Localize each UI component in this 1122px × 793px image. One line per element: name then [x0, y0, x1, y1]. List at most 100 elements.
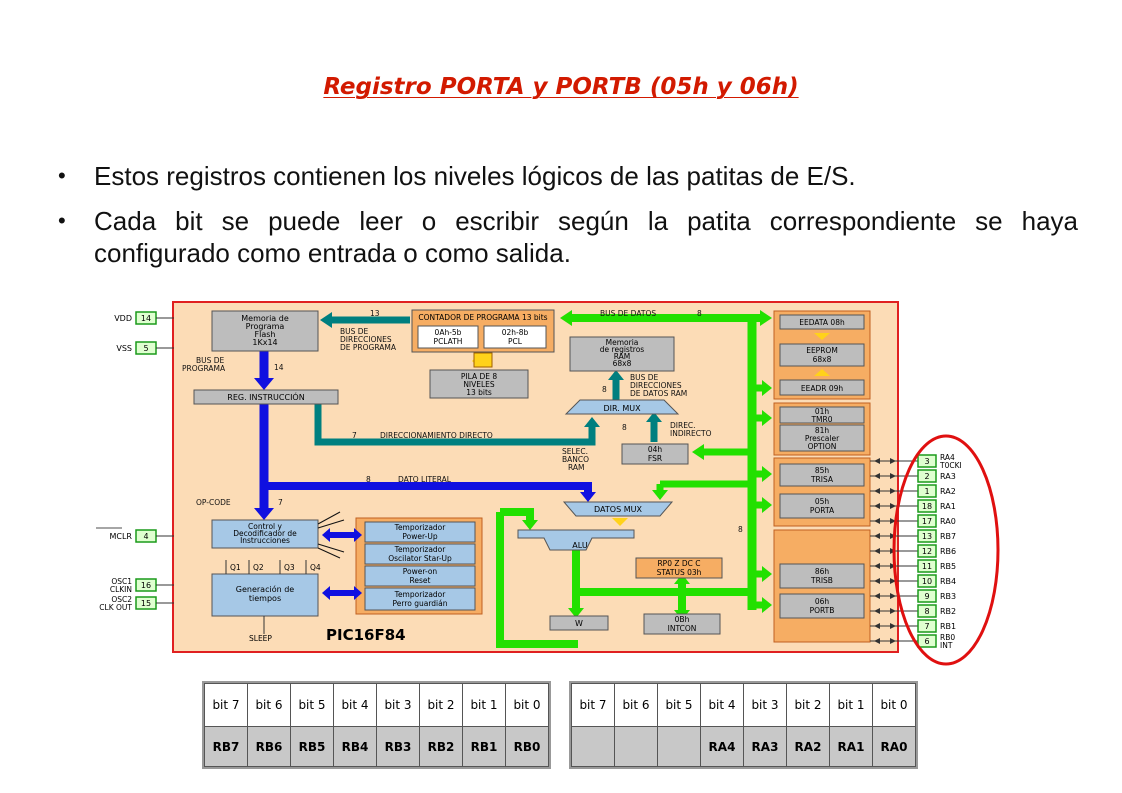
svg-text:8: 8	[602, 385, 607, 394]
svg-text:BUS DE: BUS DE	[340, 327, 369, 336]
svg-text:BUS DE DATOS: BUS DE DATOS	[600, 309, 656, 318]
bit-value: RA1	[829, 726, 873, 767]
svg-text:DIRECCIONAMIENTO DIRECTO: DIRECCIONAMIENTO DIRECTO	[380, 431, 493, 440]
bit-header: bit 3	[376, 683, 420, 727]
svg-text:0Ah-5b: 0Ah-5b	[435, 328, 462, 337]
svg-text:PILA DE 8: PILA DE 8	[461, 372, 497, 381]
pin-box	[917, 454, 937, 468]
svg-text:8: 8	[622, 423, 627, 432]
flash-memory-block	[211, 310, 319, 352]
svg-text:SELEC.: SELEC.	[562, 447, 588, 456]
pin-box	[917, 619, 937, 633]
trisa-block	[779, 463, 865, 487]
pin-box	[917, 484, 937, 498]
pin-label: RB4	[940, 577, 956, 586]
svg-text:05h: 05h	[815, 497, 830, 506]
svg-text:Memoria: Memoria	[606, 338, 639, 347]
bit-header: bit 6	[247, 683, 291, 727]
pin-box	[917, 514, 937, 528]
svg-text:TRISB: TRISB	[810, 576, 833, 585]
table-value-row: RB7 RB6 RB5 RB4 RB3 RB2 RB1 RB0	[204, 726, 549, 767]
bit-value: RB7	[204, 726, 248, 767]
chip-name: PIC16F84	[326, 626, 406, 644]
svg-text:Temporizador: Temporizador	[394, 545, 447, 554]
bit-header: bit 0	[505, 683, 549, 727]
svg-text:0Bh: 0Bh	[675, 615, 690, 624]
bit-value: RA3	[743, 726, 787, 767]
svg-text:Instrucciones: Instrucciones	[240, 536, 290, 545]
svg-text:INDIRECTO: INDIRECTO	[670, 429, 712, 438]
pin-number: 18	[922, 502, 932, 511]
svg-text:81h: 81h	[815, 426, 830, 435]
svg-text:Q3: Q3	[284, 563, 295, 572]
pin-label: RA4	[940, 453, 955, 462]
svg-text:Decodificador de: Decodificador de	[233, 529, 297, 538]
eeadr-block	[779, 379, 865, 396]
stack-link	[473, 352, 493, 368]
pin-number: 6	[924, 637, 929, 646]
timing-generation-block	[211, 573, 319, 617]
svg-text:de registros: de registros	[600, 345, 644, 354]
svg-text:DE DATOS RAM: DE DATOS RAM	[630, 389, 687, 398]
pin-label: VSS	[116, 344, 132, 353]
pin-box	[917, 589, 937, 603]
bit-header: bit 7	[571, 683, 615, 727]
pic16f84-block-diagram: Memoria de Programa Flash 1Kx14 CONTADOR…	[96, 301, 1000, 666]
bit-value: RA0	[872, 726, 916, 767]
pin-number: 13	[922, 532, 932, 541]
svg-text:Q1: Q1	[230, 563, 241, 572]
svg-text:Temporizador: Temporizador	[394, 590, 447, 599]
svg-text:02h-8b: 02h-8b	[502, 328, 529, 337]
right-pin: 8 RB2	[870, 604, 956, 618]
pin-box	[917, 604, 937, 618]
svg-text:Programa: Programa	[246, 322, 285, 331]
instruction-register-block	[193, 389, 339, 405]
pin-number: 8	[924, 607, 929, 616]
svg-text:BANCO: BANCO	[562, 455, 589, 464]
pin-label: RB0	[940, 633, 955, 642]
pin-number: 17	[922, 517, 932, 526]
svg-text:OPTION: OPTION	[808, 442, 837, 451]
bit-header: bit 6	[614, 683, 658, 727]
svg-text:CONTADOR DE PROGRAMA 13 bits: CONTADOR DE PROGRAMA 13 bits	[418, 313, 547, 322]
eeprom-block	[779, 343, 865, 367]
svg-text:Control y: Control y	[248, 522, 282, 531]
svg-text:13: 13	[370, 309, 380, 318]
alu-block	[517, 529, 635, 551]
svg-text:FSR: FSR	[648, 454, 662, 463]
bit-value: RB0	[505, 726, 549, 767]
porta-block	[779, 493, 865, 519]
pin-label: RA3	[940, 472, 956, 481]
bit-header: bit 2	[419, 683, 463, 727]
svg-text:DATOS MUX: DATOS MUX	[594, 505, 642, 514]
bit-value: RB4	[333, 726, 377, 767]
svg-text:68x8: 68x8	[813, 355, 832, 364]
pin-label: RB2	[940, 607, 956, 616]
svg-text:PCLATH: PCLATH	[434, 337, 463, 346]
svg-text:Power-on: Power-on	[403, 567, 438, 576]
table-header-row: bit 7 bit 6 bit 5 bit 4 bit 3 bit 2 bit …	[204, 683, 549, 727]
power-on-reset-block	[364, 565, 476, 587]
svg-text:ALU: ALU	[572, 541, 588, 550]
pin-box	[917, 634, 937, 648]
pin-number: 2	[924, 472, 929, 481]
pin-label: RB1	[940, 622, 956, 631]
svg-text:Generación de: Generación de	[236, 584, 295, 594]
stack-block	[429, 369, 529, 399]
bit-value	[571, 726, 615, 767]
svg-text:8: 8	[366, 475, 371, 484]
timer-power-up-block	[364, 521, 476, 543]
pin-number: 14	[141, 314, 151, 323]
svg-text:TRISA: TRISA	[810, 475, 834, 484]
table-value-row: RA4 RA3 RA2 RA1 RA0	[571, 726, 916, 767]
svg-text:SLEEP: SLEEP	[249, 634, 272, 643]
pin-number: 1	[924, 487, 929, 496]
svg-text:STATUS 03h: STATUS 03h	[657, 568, 702, 577]
